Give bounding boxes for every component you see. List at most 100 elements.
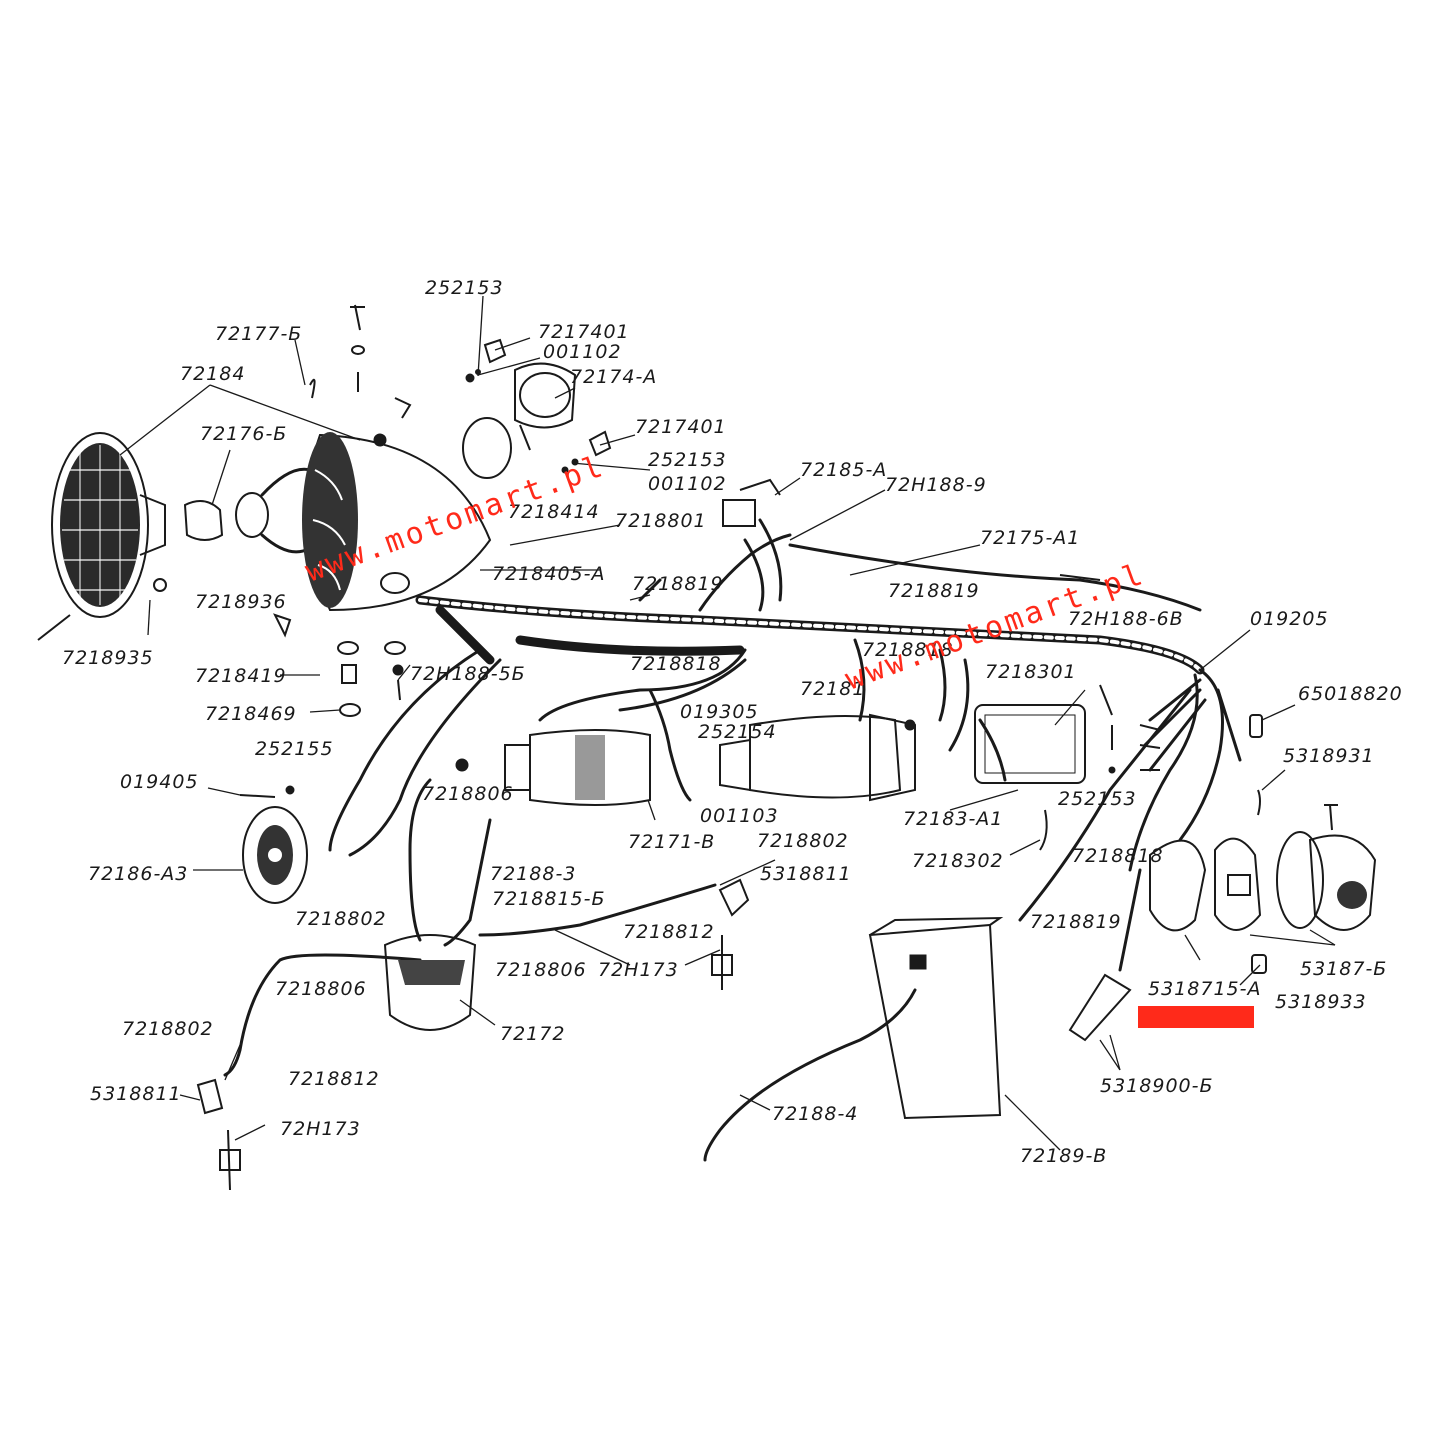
bulb-5318931	[1257, 789, 1261, 816]
label-019205: 019205	[1250, 608, 1329, 630]
label-72188-3: 72188-3	[490, 863, 576, 885]
label-7218801: 7218801	[615, 510, 707, 532]
gasket-ring-7218414	[462, 417, 512, 479]
fuse-65018820	[1249, 714, 1263, 738]
label-7218806-b: 7218806	[495, 959, 587, 981]
bulb-72176	[183, 500, 224, 541]
spark-plug-right	[711, 935, 733, 990]
label-72177-B: 72177-Б	[215, 323, 302, 345]
spark-plug-left	[219, 1129, 241, 1191]
label-7218806-c: 7218806	[275, 978, 367, 1000]
ignition-unit-72172	[383, 934, 477, 1031]
plug-cap-left	[196, 1078, 224, 1115]
label-72176-B: 72176-Б	[200, 423, 287, 445]
label-7218935: 7218935	[62, 647, 154, 669]
label-72188-4: 72188-4	[772, 1103, 858, 1125]
label-7218802-b: 7218802	[295, 908, 387, 930]
label-7218819-b: 7218819	[888, 580, 980, 602]
label-72189-B: 72189-B	[1020, 1145, 1107, 1167]
bulb-socket	[235, 467, 312, 554]
label-252153: 252153	[425, 277, 504, 299]
highlight-marker	[1138, 1006, 1254, 1028]
label-7217401: 7217401	[538, 321, 630, 343]
leader-lines	[119, 295, 1336, 1151]
label-5318900-B: 5318900-Б	[1100, 1075, 1214, 1097]
label-72H173-a: 72H173	[598, 959, 679, 981]
headlamp-lens	[51, 432, 166, 618]
label-7217401-mid: 7217401	[635, 416, 727, 438]
speedometer-72174	[514, 362, 577, 451]
bulb-72177	[309, 378, 316, 399]
label-7218802-c: 7218802	[122, 1018, 214, 1040]
tail-lamp-plate	[1214, 837, 1262, 931]
label-7218414: 7218414	[508, 501, 600, 523]
label-252153-bot: 252153	[1058, 788, 1137, 810]
label-7218812-b: 7218812	[288, 1068, 380, 1090]
label-7218419: 7218419	[195, 665, 287, 687]
brake-switch-5318900	[1068, 973, 1132, 1042]
label-72172: 72172	[500, 1023, 565, 1045]
tail-lamp-cover-53187	[1308, 834, 1377, 931]
headlamp-shell	[302, 432, 492, 612]
label-7218802-a: 7218802	[757, 830, 849, 852]
label-72H188-6B: 72H188-6B	[1068, 608, 1184, 630]
label-72184: 72184	[180, 363, 245, 385]
label-72H173-b: 72H173	[280, 1118, 361, 1140]
bulb-5318933	[1251, 954, 1267, 974]
horn-wire	[328, 648, 482, 852]
label-7218806-a: 7218806	[422, 783, 514, 805]
label-72183-A1: 72183-A1	[903, 808, 1003, 830]
tail-gasket	[1276, 831, 1324, 929]
battery-72189	[868, 916, 1004, 1120]
horn-72186	[242, 806, 308, 904]
label-7218469: 7218469	[205, 703, 297, 725]
label-72175-A1: 72175-A1	[980, 527, 1080, 549]
label-7218819-a: 7218819	[632, 573, 724, 595]
label-7218812-a: 7218812	[623, 921, 715, 943]
part-labels: 252153 7217401 001102 72174-A 72177-Б 72…	[62, 277, 1403, 1167]
label-65018820: 65018820	[1298, 683, 1403, 705]
key-switch	[394, 397, 412, 419]
label-5318931: 5318931	[1283, 745, 1375, 767]
label-7218818-c: 7218818	[1072, 845, 1164, 867]
label-72181: 72181	[800, 678, 865, 700]
label-001103: 001103	[700, 805, 779, 827]
label-5318811-b: 5318811	[90, 1083, 182, 1105]
label-7218819-c: 7218819	[1030, 911, 1122, 933]
washer-top	[351, 345, 365, 355]
label-7218302: 7218302	[912, 850, 1004, 872]
cable-fitting-7217401	[483, 338, 507, 364]
generator-72181	[719, 713, 916, 802]
label-001102-mid: 001102	[648, 473, 727, 495]
label-72185-A: 72185-A	[800, 459, 887, 481]
label-7218405-A: 7218405-A	[492, 563, 605, 585]
label-019405: 019405	[120, 771, 199, 793]
label-001102: 001102	[543, 341, 622, 363]
label-7218815-B: 7218815-Б	[492, 888, 606, 910]
battery-cable-72188-4	[703, 988, 917, 1162]
label-72H188-5B: 72H188-5Б	[410, 663, 526, 685]
label-019305: 019305	[680, 701, 759, 723]
switch-72185	[722, 478, 781, 527]
label-72174-A: 72174-A	[570, 366, 657, 388]
label-5318715-A: 5318715-A	[1148, 978, 1261, 1000]
plug-cap-right	[718, 878, 750, 917]
screw-top	[350, 304, 365, 331]
label-252154: 252154	[698, 721, 777, 743]
label-72171-B: 72171-B	[628, 831, 715, 853]
label-252153-mid: 252153	[648, 449, 727, 471]
label-72186-A3: 72186-A3	[88, 863, 188, 885]
label-5318933: 5318933	[1275, 991, 1367, 1013]
tail-lamp-body-5318715	[1149, 839, 1207, 932]
label-5318811-a: 5318811	[760, 863, 852, 885]
label-7218301: 7218301	[985, 661, 1077, 683]
label-53187-B: 53187-Б	[1300, 958, 1387, 980]
label-7218818-a: 7218818	[630, 653, 722, 675]
label-252155: 252155	[255, 738, 334, 760]
regulator-72183	[974, 704, 1086, 784]
label-72H188-9: 72H188-9	[885, 474, 987, 496]
coil-72171	[455, 729, 651, 806]
label-7218818-b: 7218818	[862, 639, 954, 661]
speedo-cable-72175	[788, 543, 1202, 612]
